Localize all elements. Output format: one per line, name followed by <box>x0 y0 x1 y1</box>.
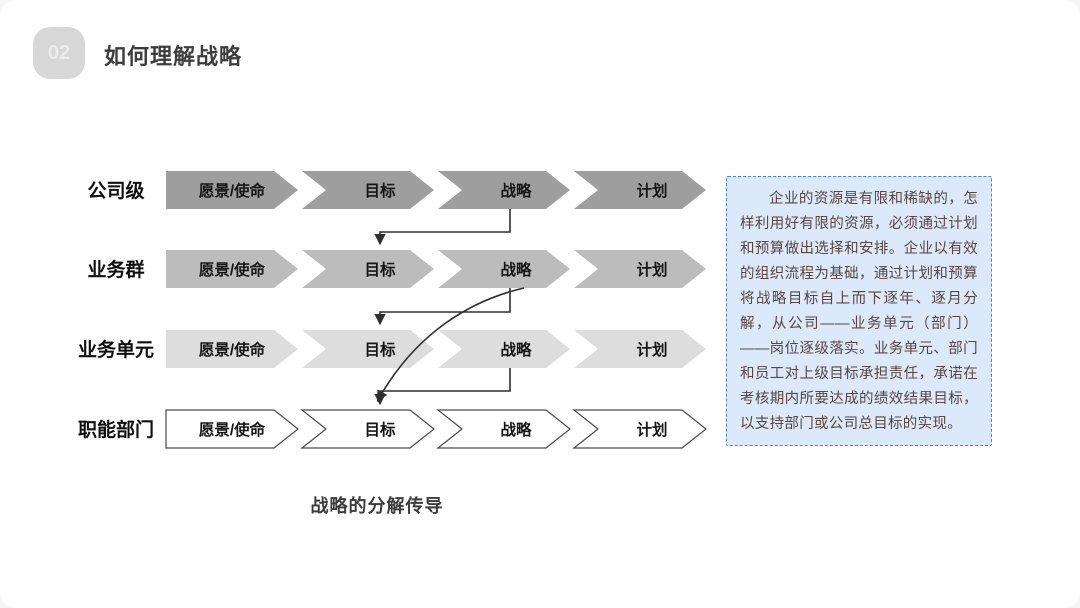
chevron-vision-mission <box>166 250 298 288</box>
note-text: 企业的资源是有限和稀缺的，怎样利用好有限的资源，必须通过计划和预算做出选择和安排… <box>740 191 978 432</box>
note-box: 企业的资源是有限和稀缺的，怎样利用好有限的资源，必须通过计划和预算做出选择和安排… <box>726 176 992 446</box>
chevron-strategy <box>438 250 570 288</box>
page-title: 如何理解战略 <box>104 44 243 69</box>
chevron-label: 计划 <box>636 340 667 359</box>
chevron-vision-mission <box>165 409 299 449</box>
section-number-badge: 02 <box>33 27 85 79</box>
chevron-label: 愿景/使命 <box>199 260 266 279</box>
diagram-caption: 战略的分解传导 <box>310 496 444 516</box>
chevron-label: 计划 <box>636 260 667 279</box>
chevron-strategy <box>438 330 570 368</box>
chevron-goal <box>302 250 434 288</box>
chevron-label: 目标 <box>364 182 396 200</box>
chevron-goal <box>302 330 434 368</box>
chevron-label: 计划 <box>636 181 667 200</box>
row-label: 业务群 <box>87 258 144 281</box>
chevron-label: 目标 <box>364 421 396 439</box>
row-company-level: 公司级 愿景/使命 目标 战略 计划 <box>87 171 706 209</box>
chevron-label: 目标 <box>364 341 396 359</box>
connector-strategy2-to-goal3 <box>374 288 511 326</box>
chevron-plan <box>574 330 706 368</box>
chevron-label: 愿景/使命 <box>199 181 266 200</box>
row-business-group: 业务群 愿景/使命 目标 战略 计划 <box>87 250 706 288</box>
chevron-strategy <box>436 409 571 449</box>
connector-curve-strategy2-to-goal4 <box>376 287 525 402</box>
chevron-label: 愿景/使命 <box>199 420 266 439</box>
chevron-label: 战略 <box>500 420 532 439</box>
chevron-label: 战略 <box>500 181 532 200</box>
connector-strategy3-to-goal4 <box>374 368 511 406</box>
chevron-vision-mission <box>166 171 298 209</box>
chevron-label: 愿景/使命 <box>199 340 266 359</box>
chevron-goal <box>302 171 434 209</box>
chevron-plan <box>574 250 706 288</box>
chevron-label: 战略 <box>500 260 532 279</box>
row-functional-department: 职能部门 愿景/使命 目标 战略 计划 <box>78 409 707 449</box>
chevron-label: 战略 <box>500 340 532 359</box>
chevron-plan <box>574 171 706 209</box>
connector-strategy1-to-goal2 <box>374 209 511 246</box>
chevron-vision-mission <box>166 330 298 368</box>
row-label: 职能部门 <box>78 418 154 441</box>
chevron-label: 目标 <box>364 261 396 279</box>
chevron-plan <box>572 409 707 449</box>
row-label: 业务单元 <box>78 338 154 361</box>
chevron-goal <box>300 409 435 449</box>
section-number: 02 <box>47 41 71 64</box>
chevron-label: 计划 <box>636 420 667 439</box>
row-label: 公司级 <box>87 179 144 202</box>
row-business-unit: 业务单元 愿景/使命 目标 战略 计划 <box>78 330 706 368</box>
chevron-strategy <box>438 171 570 209</box>
